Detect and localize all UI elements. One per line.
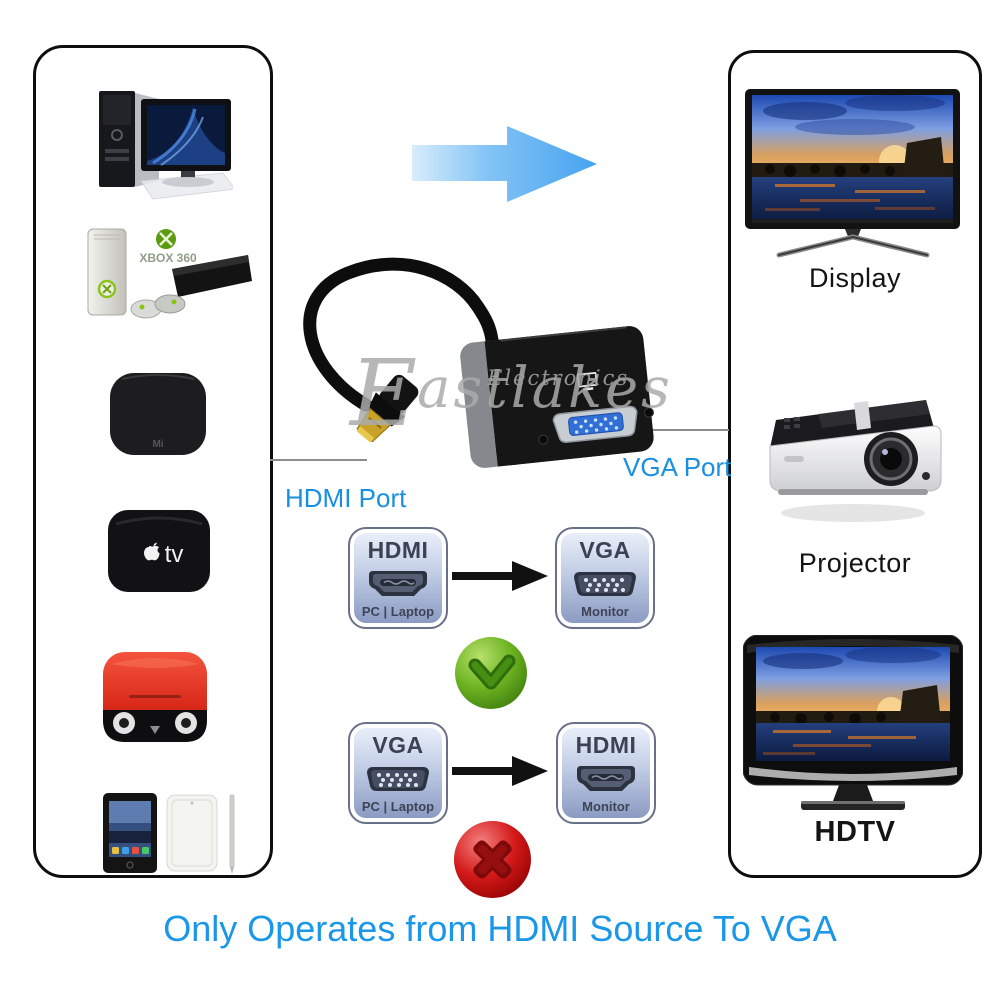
- mi-box-image: Mi: [110, 373, 206, 455]
- vga-badge2-sub: PC | Laptop: [361, 799, 435, 814]
- mi-logo-text: Mi: [152, 439, 163, 450]
- hdmi-badge2-title: HDMI: [575, 732, 637, 758]
- hdmi-source-badge: HDMI PC | Laptop: [348, 527, 448, 629]
- display-label: Display: [808, 263, 902, 293]
- apple-tv-image: tv: [108, 510, 210, 592]
- watermark-electronics: Electronics: [487, 366, 630, 390]
- xbox360-logo-text: XBOX 360: [139, 251, 197, 265]
- hdmi-to-vga-adapter-image: [303, 257, 655, 468]
- vga-badge2-title: VGA: [372, 732, 424, 758]
- vga-connector-line: [643, 429, 729, 431]
- desktop-pc-image: [99, 91, 233, 200]
- hdmi-connector-icon: [577, 766, 635, 791]
- output-devices-panel: Display Projector: [728, 50, 982, 878]
- vga-port-label: VGA Port: [623, 452, 732, 482]
- vga-badge-title: VGA: [579, 537, 631, 563]
- game-consoles-image: XBOX 360: [87, 228, 252, 319]
- red-tv-box-image: [103, 652, 207, 742]
- red-cross-icon: [454, 821, 531, 898]
- projector-label: Projector: [798, 548, 912, 578]
- vga-target-badge: VGA Monitor: [555, 527, 655, 629]
- flow-arrow-icon: [452, 756, 548, 786]
- caption-text: Only Operates from HDMI Source To VGA: [163, 908, 837, 949]
- vga-source-badge: VGA PC | Laptop: [348, 722, 448, 824]
- hdmi-target-badge: HDMI Monitor: [556, 722, 656, 824]
- source-devices-panel: XBOX 360 Mi tv: [33, 45, 273, 878]
- hdmi-connector-line: [270, 459, 367, 461]
- display-monitor-image: [745, 89, 960, 258]
- blue-right-arrow-icon: [412, 126, 597, 202]
- hdtv-label: HDTV: [814, 816, 896, 848]
- hdmi-badge-sub: PC | Laptop: [361, 604, 435, 619]
- hdmi-port-label: HDMI Port: [285, 483, 407, 513]
- vga-connector-icon: [574, 572, 636, 596]
- vga-connector-icon: [367, 767, 429, 791]
- hdtv-image: [743, 635, 963, 810]
- flow-arrow-icon: [452, 561, 548, 591]
- green-check-icon: [455, 637, 527, 709]
- hdmi-badge-title: HDMI: [367, 537, 429, 563]
- hdmi-badge2-sub: Monitor: [582, 799, 630, 814]
- ipad-tablet-image: [103, 793, 235, 874]
- apple-tv-logo-text: tv: [165, 541, 184, 568]
- hdmi-connector-icon: [369, 571, 427, 596]
- vga-badge-sub: Monitor: [581, 604, 629, 619]
- projector-image: [769, 400, 942, 522]
